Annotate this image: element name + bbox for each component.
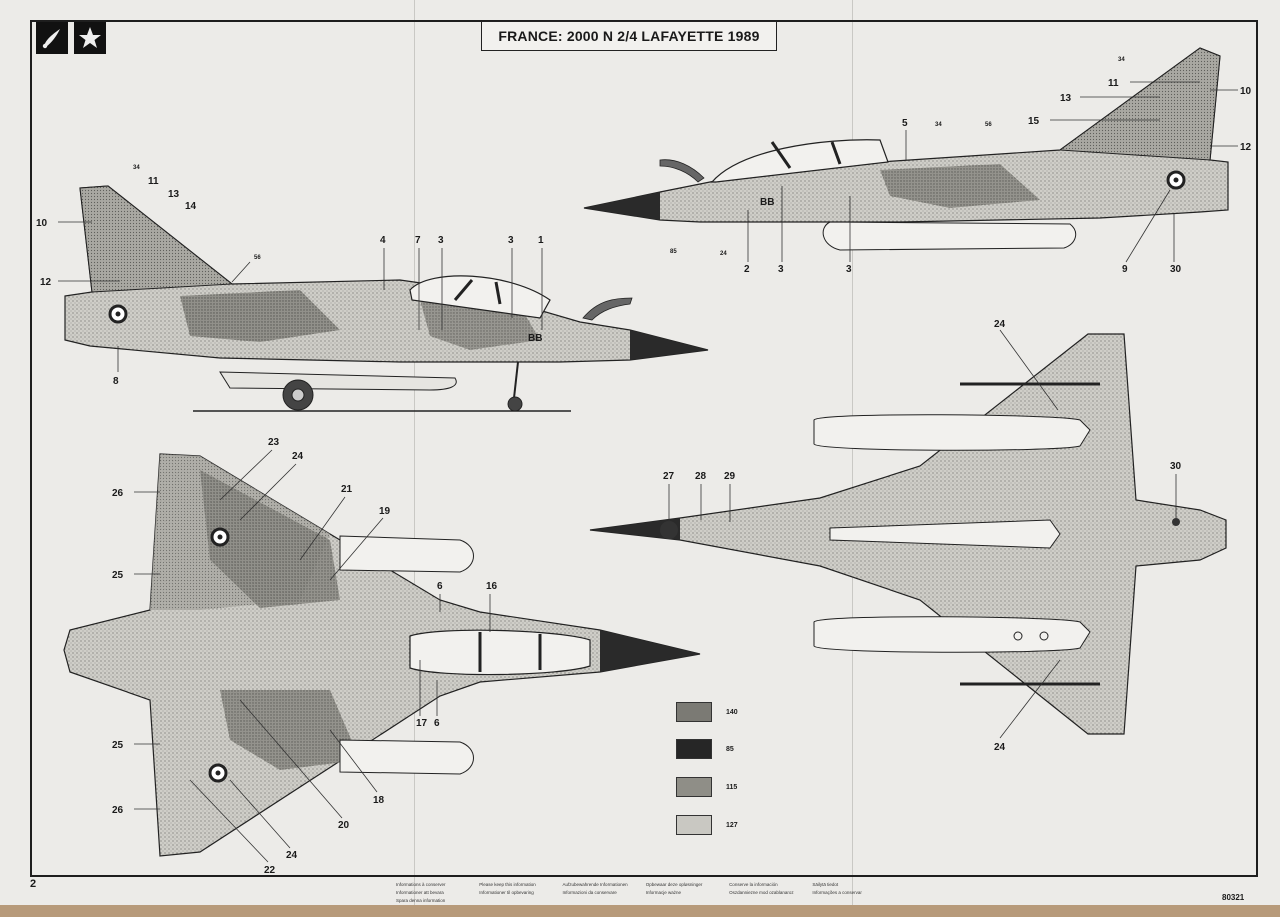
svg-text:23: 23	[268, 437, 280, 448]
svg-text:24: 24	[720, 251, 727, 257]
reference-number: 80321	[1222, 893, 1245, 902]
footer-note: Spara denna information	[396, 898, 446, 903]
svg-text:3: 3	[846, 264, 852, 275]
serial-marking-right: BB	[760, 197, 774, 208]
svg-text:24: 24	[994, 319, 1006, 330]
footer-note: Oszdanniezne mod ozablanaroz	[729, 890, 794, 895]
svg-text:22: 22	[264, 865, 276, 876]
svg-text:15: 15	[1028, 116, 1040, 127]
svg-text:20: 20	[338, 820, 350, 831]
svg-text:29: 29	[724, 471, 736, 482]
svg-text:85: 85	[670, 249, 677, 255]
page-number: 2	[30, 878, 37, 890]
svg-text:17: 17	[416, 718, 428, 729]
footer-note: Informazioni da conservare	[562, 890, 617, 895]
legend-item-127: 127	[676, 815, 738, 835]
legend-code: 127	[726, 821, 738, 829]
svg-text:1: 1	[538, 235, 544, 246]
svg-text:34: 34	[1118, 57, 1125, 63]
legend-item-85: 85	[676, 739, 734, 759]
side-view-right: BB 34 11 13 10 15 5 34 56 12 85 24 2 3 3…	[583, 47, 1252, 275]
svg-text:13: 13	[1060, 93, 1072, 104]
footer-note: Aufzubewahrende Informationen	[562, 882, 628, 887]
svg-text:25: 25	[112, 740, 124, 751]
footer-note: Informationer att bevara	[396, 890, 444, 895]
svg-text:12: 12	[40, 277, 52, 288]
svg-text:30: 30	[1170, 264, 1182, 275]
svg-text:24: 24	[292, 451, 304, 462]
color-swatch-140	[676, 702, 712, 722]
side-view-left: BB 10 34 11 13 14 12 8 56 4 7 3 3 1	[36, 165, 709, 412]
footer-note: Informationer til opbevaring	[479, 890, 534, 895]
footer-note: Please keep this information	[479, 882, 536, 887]
svg-text:27: 27	[663, 471, 675, 482]
svg-text:7: 7	[415, 235, 421, 246]
svg-text:14: 14	[185, 201, 197, 212]
legend-code: 85	[726, 745, 734, 753]
footer-note: Säilytä tiedot	[812, 882, 839, 887]
svg-text:26: 26	[112, 805, 124, 816]
footer-note: Informations à conserver	[396, 882, 446, 887]
fold-line	[414, 0, 415, 917]
legend-code: 140	[726, 708, 738, 716]
footer-note: Conserve la información	[729, 882, 778, 887]
color-swatch-115	[676, 777, 712, 797]
svg-text:2: 2	[744, 264, 750, 275]
svg-text:26: 26	[112, 488, 124, 499]
svg-text:56: 56	[985, 122, 992, 128]
star-icon	[74, 22, 106, 54]
svg-text:8: 8	[113, 376, 119, 387]
svg-text:21: 21	[341, 484, 353, 495]
svg-text:3: 3	[508, 235, 514, 246]
svg-text:3: 3	[778, 264, 784, 275]
color-swatch-85	[676, 739, 712, 759]
svg-text:4: 4	[380, 235, 386, 246]
svg-text:11: 11	[148, 176, 159, 187]
page-title: FRANCE: 2000 N 2/4 LAFAYETTE 1989	[481, 21, 777, 51]
footer-note: Opbewaar deze opløsninger	[645, 882, 703, 887]
svg-text:24: 24	[286, 850, 298, 861]
svg-text:16: 16	[486, 581, 498, 592]
svg-text:30: 30	[1170, 461, 1182, 472]
svg-text:24: 24	[994, 742, 1006, 753]
color-swatch-127	[676, 815, 712, 835]
footer-note: Informacje ważne	[645, 890, 682, 895]
paint-brush-icon	[36, 22, 68, 54]
svg-text:10: 10	[1240, 86, 1252, 97]
svg-text:6: 6	[434, 718, 440, 729]
svg-text:34: 34	[935, 122, 942, 128]
svg-text:25: 25	[112, 570, 124, 581]
fold-line	[852, 0, 853, 917]
legend-code: 115	[726, 783, 738, 791]
footer-note: Informações a conservar	[812, 890, 862, 895]
legend-item-140: 140	[676, 702, 738, 722]
svg-text:28: 28	[695, 471, 707, 482]
svg-text:11: 11	[1108, 78, 1119, 89]
svg-text:12: 12	[1240, 142, 1252, 153]
svg-text:6: 6	[437, 581, 443, 592]
bottom-view: 24 27 28 29 30 24	[589, 319, 1227, 753]
svg-text:13: 13	[168, 189, 180, 200]
serial-marking-left: BB	[528, 333, 542, 344]
footer-notes: Informations à conserver Please keep thi…	[396, 882, 916, 906]
svg-text:34: 34	[133, 165, 140, 171]
svg-text:5: 5	[902, 118, 908, 129]
svg-text:10: 10	[36, 218, 48, 229]
legend-item-115: 115	[676, 777, 737, 797]
svg-text:9: 9	[1122, 264, 1128, 275]
svg-text:19: 19	[379, 506, 391, 517]
svg-text:3: 3	[438, 235, 444, 246]
top-view: 23 24 26 21 19 25 6 16 17 6 25 18 20 26 …	[63, 437, 701, 876]
table-surface	[0, 905, 1280, 917]
svg-text:18: 18	[373, 795, 385, 806]
svg-text:56: 56	[254, 255, 261, 261]
